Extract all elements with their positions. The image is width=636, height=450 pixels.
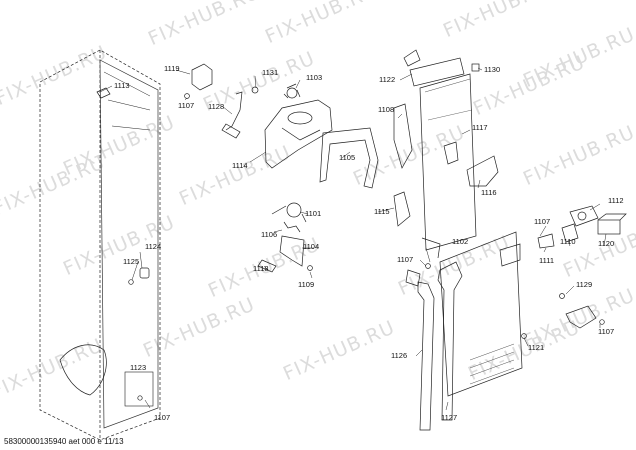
part-1122-strip	[403, 49, 480, 87]
part-label: 1120	[598, 239, 615, 248]
part-label: 1113	[114, 81, 130, 90]
part-label: 1107	[397, 255, 414, 264]
document-footer: 58300000135940 aet 000 e 11/13	[4, 437, 124, 446]
part-1102-connector	[425, 263, 431, 269]
part-label: 1110	[560, 237, 576, 246]
part-1101-fan-motor	[271, 202, 307, 233]
part-label: 1103	[306, 73, 323, 82]
part-1108-insulation	[393, 103, 413, 227]
part-label: 1131	[262, 68, 279, 77]
part-label: 1111	[539, 256, 555, 265]
part-label: 1102	[452, 237, 469, 246]
part-1124-light	[128, 267, 150, 285]
part-label: 1117	[472, 123, 488, 132]
part-1103-fan	[283, 83, 301, 99]
part-label: 1125	[123, 257, 140, 266]
part-label: 1129	[576, 280, 593, 289]
part-label: 1115	[374, 207, 390, 216]
part-label: 1118	[253, 264, 269, 273]
part-1112-switch	[569, 205, 599, 227]
part-label: 1108	[378, 105, 395, 114]
part-1129-sensor	[559, 293, 605, 329]
part-1127-tube	[437, 261, 463, 421]
part-label: 1128	[208, 102, 225, 111]
part-1121-screw	[521, 333, 527, 339]
part-label: 1107	[534, 217, 551, 226]
part-1110-holder	[537, 223, 579, 249]
part-1120-connector	[597, 213, 627, 235]
part-1114-fan-housing	[264, 99, 333, 169]
part-1128-wiring	[221, 86, 259, 139]
part-label: 1127	[441, 413, 458, 422]
part-label: 1122	[379, 75, 396, 84]
part-1104-bracket	[257, 235, 313, 273]
part-label: 1119	[164, 64, 180, 73]
part-label: 1105	[339, 153, 356, 162]
part-label: 1121	[528, 343, 545, 352]
part-label: 1112	[608, 196, 624, 205]
part-1113-clip	[96, 87, 111, 99]
part-1116-bracket	[443, 141, 499, 187]
part-label: 1116	[481, 188, 497, 197]
part-1117-cover	[419, 73, 477, 259]
part-label: 1123	[130, 363, 147, 372]
cabinet-side-panel	[39, 49, 161, 441]
part-label: 1101	[305, 209, 322, 218]
part-label: 1130	[484, 65, 501, 74]
part-label: 1107	[178, 101, 195, 110]
part-label: 1106	[261, 230, 278, 239]
rear-cover-panel	[439, 231, 523, 397]
part-label: 1107	[598, 327, 615, 336]
part-1126-tube	[405, 269, 435, 431]
part-label: 1107	[154, 413, 171, 422]
part-1119-bracket	[184, 63, 213, 99]
part-label: 1104	[303, 242, 320, 251]
part-1105-duct	[319, 127, 379, 189]
part-label: 1114	[232, 161, 248, 170]
part-label: 1126	[391, 351, 408, 360]
part-label: 1124	[145, 242, 162, 251]
part-label: 1109	[298, 280, 315, 289]
